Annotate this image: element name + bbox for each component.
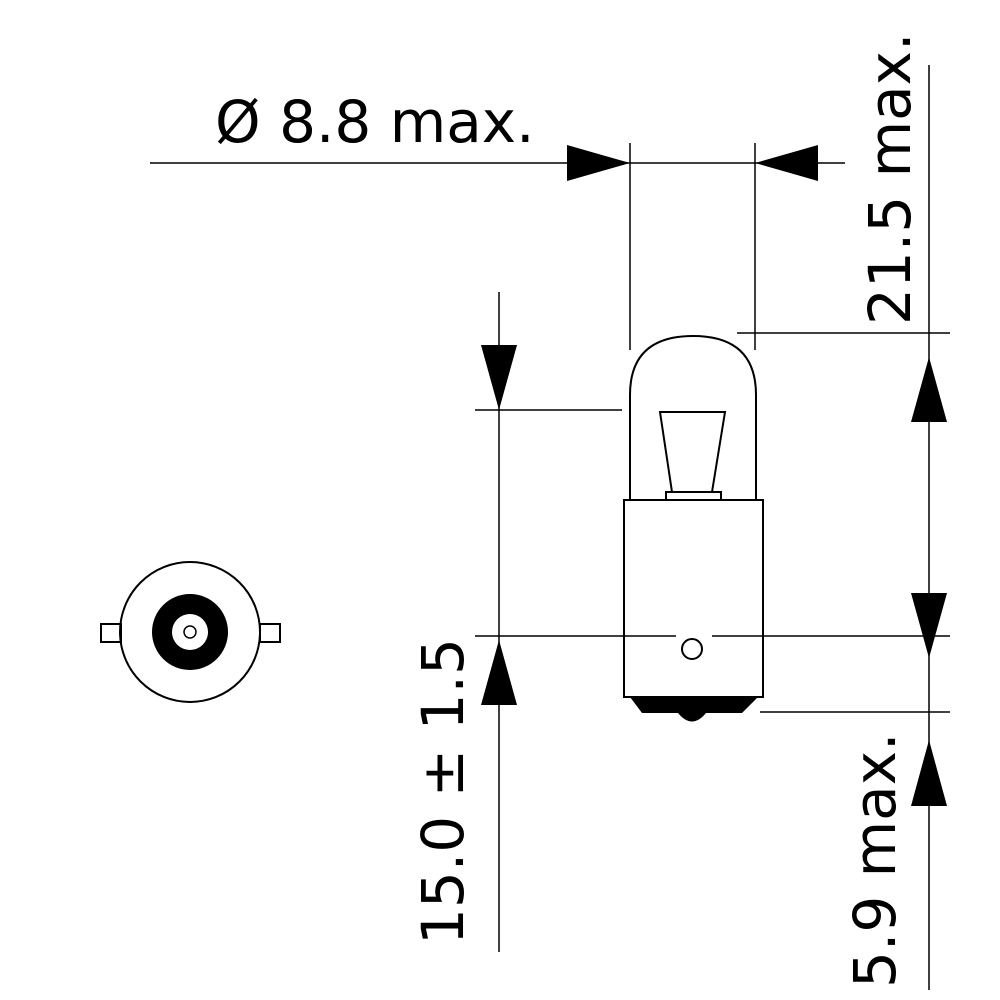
bulb-side-view	[623, 334, 764, 722]
overall-length-arrow-bottom	[911, 593, 947, 658]
diameter-label: Ø 8.8 max.	[215, 88, 535, 156]
length-dimensions: 21.5 max. 5.9 max.	[841, 33, 947, 990]
light-center-arrow-top	[481, 345, 517, 410]
light-center-label: 15.0 ± 1.5	[409, 638, 477, 945]
overall-length-label: 21.5 max.	[856, 33, 924, 325]
light-center-arrow-bottom	[481, 640, 517, 705]
base-end-view	[100, 561, 281, 703]
light-center-dimension: 15.0 ± 1.5	[409, 292, 517, 952]
diameter-dimension: Ø 8.8 max.	[150, 88, 845, 350]
diameter-arrow-left	[567, 145, 630, 181]
base-length-arrow	[911, 740, 947, 806]
base-length-label: 5.9 max.	[841, 733, 909, 988]
overall-length-arrow-top	[911, 357, 947, 422]
diameter-arrow-right	[755, 145, 818, 181]
extension-lines	[475, 332, 950, 713]
